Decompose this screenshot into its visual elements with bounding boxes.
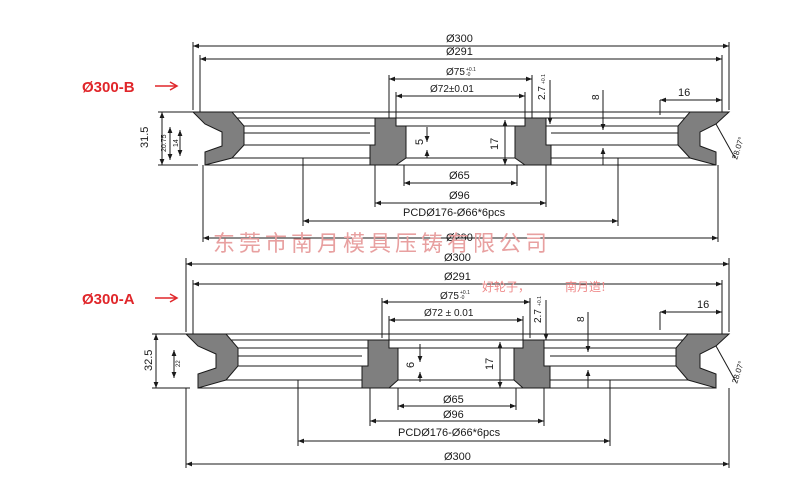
dim-16-a-text: 16	[697, 299, 709, 311]
dim-72-a-text: Ø72 ± 0.01	[424, 308, 474, 319]
wheel-section-b: 28.07°	[191, 111, 746, 166]
drawing-b-label: Ø300-B	[82, 79, 135, 96]
svg-text:+0.1: +0.1	[460, 290, 470, 296]
dim-72-b-text: Ø72±0.01	[430, 84, 474, 95]
dim-angle-b-text: 28.07°	[730, 136, 746, 161]
dim-16-b-text: 16	[678, 87, 690, 99]
dim-14-b-text: 14	[173, 139, 180, 147]
dim-2075-b-text: 20.75	[161, 134, 168, 152]
dim-72-a: Ø72 ± 0.01	[388, 308, 524, 340]
dim-65-b-text: Ø65	[449, 170, 470, 182]
dim-od-300-a-top: Ø300	[185, 252, 730, 332]
svg-text:-0: -0	[466, 72, 471, 78]
dim-291-b: Ø291	[199, 46, 723, 112]
dim-2075-b: 20.75	[161, 127, 173, 160]
dim-96-a-text: Ø96	[443, 409, 464, 421]
dim-75-b: Ø75 +0.1 -0	[388, 67, 533, 118]
drawing-b-pointer-arrow	[155, 81, 179, 91]
dim-17-a: 17	[484, 342, 503, 388]
dim-291-a-text: Ø291	[444, 271, 471, 283]
dim-65-a-text: Ø65	[443, 394, 464, 406]
dim-325-a-text: 32.5	[143, 350, 155, 371]
dim-96-b-text: Ø96	[449, 190, 470, 202]
dim-75-a-text: Ø75	[440, 291, 459, 302]
dim-5-b: 5	[414, 127, 430, 158]
dim-pcd-a: PCDØ176-Ø66*6pcs	[297, 380, 611, 446]
dim-65-b: Ø65	[403, 165, 518, 186]
svg-text:+0.1: +0.1	[541, 74, 547, 84]
dim-27-a-text: 2.7	[533, 309, 544, 323]
dim-8-a-text: 8	[576, 316, 587, 322]
dim-6-a-text: 6	[405, 362, 417, 368]
dim-291-b-text: Ø291	[446, 46, 473, 58]
dim-14-b: 14	[173, 130, 183, 156]
dim-8-b: 8	[591, 90, 606, 165]
dim-16-a: 16	[659, 299, 722, 330]
dim-8-b-text: 8	[591, 94, 602, 100]
dim-75-a: Ø75 +0.1 -0	[381, 290, 531, 338]
dim-315-b: 31.5	[139, 111, 198, 166]
drawing-ø300-a: Ø300-A Ø300 Ø291 Ø75 +0.1 -0	[82, 252, 746, 468]
wheel-section-a: 28.07°	[184, 333, 746, 389]
dim-290-b: Ø290	[202, 165, 719, 244]
dim-pcd-b-text: PCDØ176-Ø66*6pcs	[403, 207, 506, 219]
watermark-slogan-right: 南月造!	[565, 279, 606, 294]
dim-16-b: 16	[659, 87, 722, 115]
dim-96-b: Ø96	[374, 165, 547, 207]
dim-22-a: 22	[171, 350, 182, 378]
watermark-company: 东莞市南月模具压铸有限公司	[213, 232, 551, 257]
svg-text:+0.1: +0.1	[537, 296, 543, 306]
dim-angle-a-text: 28.07°	[730, 360, 746, 385]
dim-22-a-text: 22	[176, 360, 182, 367]
dim-75-b-tol: +0.1	[466, 67, 476, 73]
dim-75-b-text: Ø75	[446, 67, 465, 78]
drawing-a-label: Ø300-A	[82, 291, 135, 308]
dim-od-300-a-top-text: Ø300	[444, 252, 471, 264]
dim-6-a: 6	[405, 344, 423, 382]
dim-pcd-b: PCDØ176-Ø66*6pcs	[302, 158, 619, 226]
dim-291-a: Ø291	[192, 271, 723, 334]
dim-315-b-text: 31.5	[139, 127, 151, 148]
drawing-ø300-b: Ø300-B Ø300 Ø291 Ø75 +0.1 -0	[82, 33, 746, 244]
dim-27-a: 2.7 +0.1	[533, 296, 549, 340]
dim-od-300-a-bottom-text: Ø300	[444, 451, 471, 463]
dim-17-a-text: 17	[484, 358, 496, 370]
dim-5-b-text: 5	[414, 139, 426, 145]
dim-od-300-b: Ø300	[192, 33, 730, 110]
dim-65-a: Ø65	[397, 388, 517, 410]
dim-pcd-a-text: PCDØ176-Ø66*6pcs	[398, 427, 501, 439]
dim-72-b: Ø72±0.01	[395, 84, 526, 118]
dim-8-a: 8	[576, 312, 591, 388]
dim-17-b-text: 17	[489, 138, 501, 150]
watermark-slogan-left: 好轮子，	[482, 280, 530, 294]
dim-290-b-text: Ø290	[446, 232, 473, 244]
dim-27-b: 2.7 +0.1	[537, 74, 553, 124]
dim-od-300-a-bottom: Ø300	[185, 388, 730, 468]
dim-27-b-text: 2.7	[537, 86, 548, 100]
drawing-a-pointer-arrow	[155, 293, 179, 303]
dim-96-a: Ø96	[369, 388, 545, 426]
dim-od-300-b-text: Ø300	[446, 33, 473, 45]
dim-325-a: 32.5	[143, 333, 190, 389]
svg-text:-0: -0	[460, 295, 465, 301]
